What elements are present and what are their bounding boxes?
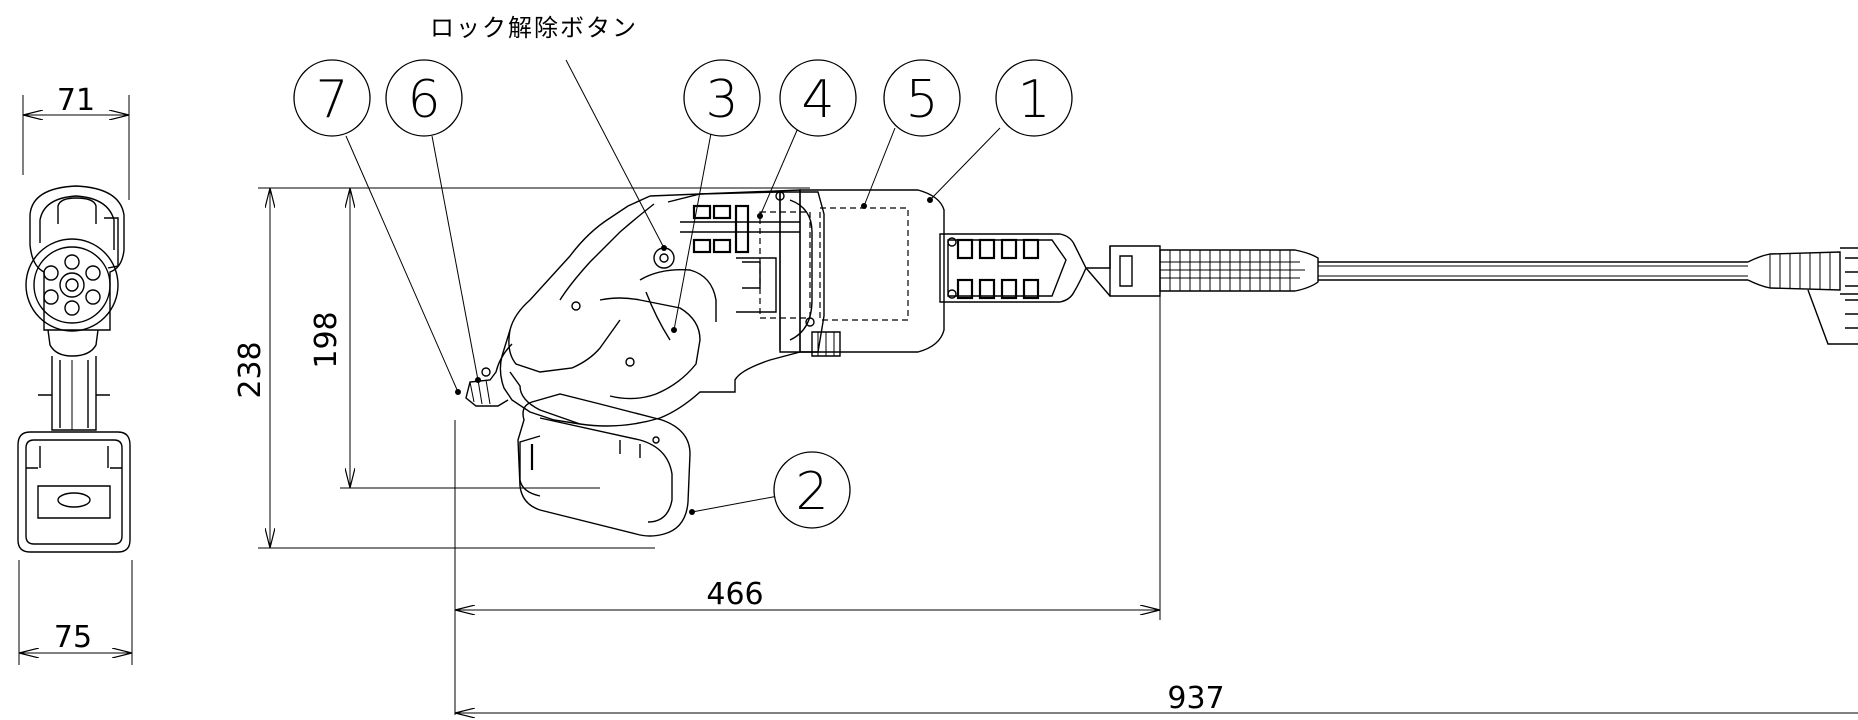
front-head-top xyxy=(57,197,97,224)
nozzle-center-hole xyxy=(65,278,79,292)
balloon-6-label: 6 xyxy=(407,70,440,130)
hose-inlet-threads xyxy=(469,379,491,405)
collar-outer xyxy=(939,233,1087,303)
balloon-7: 7 xyxy=(293,59,371,137)
trigger-front xyxy=(645,291,671,341)
balloon-4-label: 4 xyxy=(801,70,834,130)
front-head-outline xyxy=(29,185,125,331)
front-battery-latch xyxy=(37,485,111,519)
battery-latch xyxy=(519,435,541,497)
balloon-1: 1 xyxy=(995,59,1073,137)
balloon-5-label: 5 xyxy=(905,70,938,130)
motor-ring-curve xyxy=(789,199,813,341)
leader-lines xyxy=(345,59,1001,513)
trigger-lock-slots xyxy=(692,204,750,254)
collar-inner xyxy=(947,239,1067,297)
lance-coupler-window xyxy=(1119,255,1133,287)
dimension-238: 238 xyxy=(233,341,268,398)
dimension-75: 75 xyxy=(54,620,92,655)
lance-tip-grip xyxy=(1747,251,1841,291)
side-view: 238 198 466 937 xyxy=(233,14,1858,716)
motor-housing xyxy=(799,189,945,353)
balloon-5: 5 xyxy=(883,59,961,137)
body-band xyxy=(680,221,800,233)
front-battery-inner xyxy=(25,439,123,545)
leader-2 xyxy=(691,495,779,513)
front-battery-rails xyxy=(39,446,109,468)
leader-7 xyxy=(345,135,459,393)
front-neck xyxy=(47,329,99,357)
battery-outline xyxy=(517,393,691,537)
leader-1 xyxy=(929,127,1001,201)
lance-coupler xyxy=(1109,245,1161,297)
grip-outline xyxy=(508,195,651,373)
balloon-6: 6 xyxy=(385,59,463,137)
dimension-71: 71 xyxy=(57,83,95,118)
front-head-side xyxy=(104,217,119,269)
front-head-inner xyxy=(39,195,115,250)
trigger-housing xyxy=(736,257,777,313)
housing-tab-ribs xyxy=(817,332,835,356)
body-top-line xyxy=(667,191,781,350)
trigger-slot xyxy=(742,261,761,289)
front-battery-outline xyxy=(17,431,131,553)
balloon-2: 2 xyxy=(773,451,851,529)
housing-tab xyxy=(811,331,841,357)
leader-4 xyxy=(759,127,799,217)
nozzle-center xyxy=(59,272,85,298)
collar-link xyxy=(1085,246,1111,297)
battery-inner xyxy=(539,417,673,523)
balloon-1-label: 1 xyxy=(1017,70,1050,130)
front-grip-inner xyxy=(59,360,89,428)
lance-tube-inner xyxy=(1318,265,1748,277)
nozzle-outer xyxy=(25,238,119,332)
trigger-guard xyxy=(599,297,701,400)
internal-pump-outline xyxy=(819,207,909,321)
nozzle-inner xyxy=(33,246,111,324)
leader-6 xyxy=(431,135,479,381)
leader-lock-release xyxy=(565,59,665,249)
balloon-3: 3 xyxy=(683,59,761,137)
nozzle-ports xyxy=(43,254,101,316)
lock-release-label: ロック解除ボタン xyxy=(430,14,638,42)
motor-front-ring xyxy=(779,191,825,353)
collar-slots xyxy=(956,238,1040,300)
leader-5 xyxy=(863,127,896,207)
dimension-198: 198 xyxy=(309,311,344,368)
leader-3 xyxy=(673,127,713,331)
lance-nozzle-marks xyxy=(1845,257,1858,329)
trigger xyxy=(639,269,717,322)
front-grip xyxy=(51,356,97,431)
lance-tip-ribs xyxy=(1769,253,1831,289)
body-upper xyxy=(509,189,801,427)
hose-inlet xyxy=(465,343,513,407)
balloon-4: 4 xyxy=(779,59,857,137)
internal-motor-outline xyxy=(759,211,811,319)
balloon-7-label: 7 xyxy=(315,70,348,130)
lance-nozzle-dial xyxy=(1807,289,1858,345)
dimension-466: 466 xyxy=(706,577,763,612)
lance-nozzle-edge xyxy=(1840,247,1858,295)
lance-grip-ribs xyxy=(1160,250,1305,291)
battery-rails xyxy=(619,440,641,458)
dimension-937: 937 xyxy=(1167,681,1224,716)
front-battery-button xyxy=(57,492,91,508)
balloon-2-label: 2 xyxy=(795,462,828,522)
balloon-3-label: 3 xyxy=(705,70,738,130)
lance-tube xyxy=(1318,261,1748,281)
grip-inner-line xyxy=(559,203,655,301)
front-view: 71 75 xyxy=(17,83,133,665)
lance-grip xyxy=(1159,249,1319,292)
